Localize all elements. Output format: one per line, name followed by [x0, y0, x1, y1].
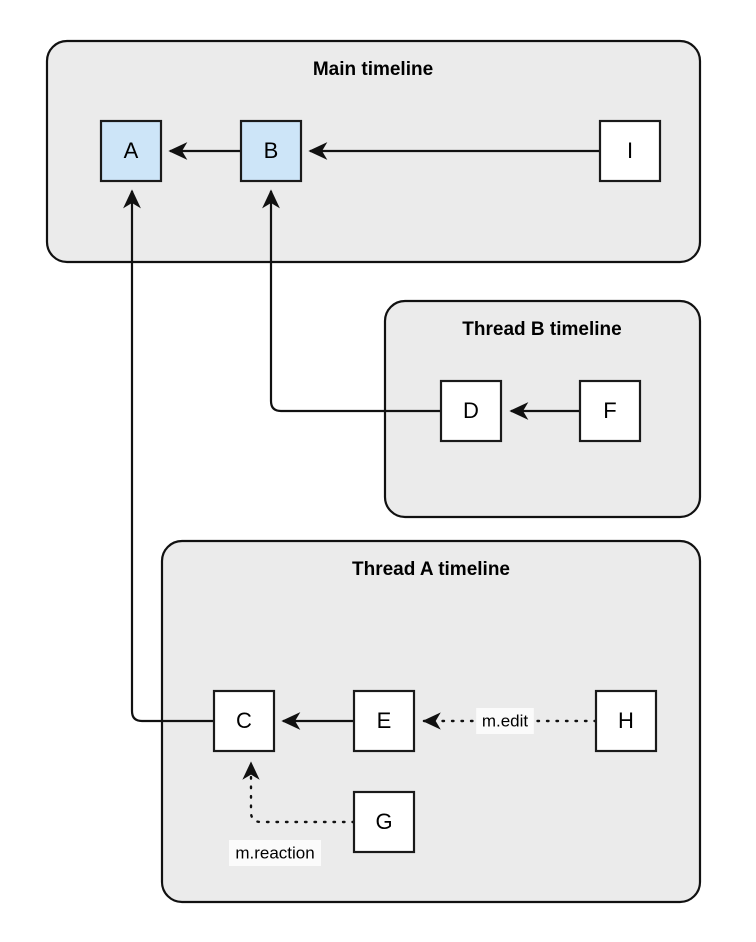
event-nodes: A B I D F C E H G — [99, 119, 662, 854]
node-h[interactable]: H — [594, 689, 658, 753]
group-title-main: Main timeline — [313, 59, 433, 80]
edge-label-g-to-c: m.reaction — [229, 840, 321, 866]
node-box-f[interactable] — [578, 379, 642, 443]
node-label-c: C — [236, 708, 252, 733]
node-box-a[interactable] — [99, 119, 163, 183]
node-d[interactable]: D — [439, 379, 503, 443]
node-box-d[interactable] — [439, 379, 503, 443]
node-box-c[interactable] — [212, 689, 276, 753]
node-f[interactable]: F — [578, 379, 642, 443]
group-title-thread-a: Thread A timeline — [352, 559, 510, 580]
edge-label-backdrop-h-to-e — [476, 708, 534, 734]
node-label-i: I — [627, 138, 633, 163]
group-box-thread-b — [383, 299, 702, 519]
node-label-h: H — [618, 708, 634, 733]
edge-d-to-b — [262, 189, 441, 413]
node-label-b: B — [264, 138, 279, 163]
group-title-thread-b: Thread B timeline — [462, 319, 621, 340]
node-label-f: F — [603, 398, 616, 423]
node-label-e: E — [377, 708, 392, 733]
node-e[interactable]: E — [352, 689, 416, 753]
node-label-g: G — [375, 809, 392, 834]
node-box-e[interactable] — [352, 689, 416, 753]
edge-label-h-to-e: m.edit — [476, 708, 534, 734]
node-c[interactable]: C — [212, 689, 276, 753]
group-thread-b: Thread B timeline — [383, 299, 702, 519]
node-box-i[interactable] — [598, 119, 662, 183]
node-box-h[interactable] — [594, 689, 658, 753]
edge-label-text-h-to-e: m.edit — [482, 711, 529, 730]
node-b[interactable]: B — [239, 119, 303, 183]
node-i[interactable]: I — [598, 119, 662, 183]
node-label-d: D — [463, 398, 479, 423]
edge-label-text-g-to-c: m.reaction — [235, 843, 314, 862]
node-label-a: A — [124, 138, 139, 163]
edge-labels: m.edit m.reaction — [229, 708, 534, 866]
edge-c-to-a — [123, 189, 214, 723]
node-a[interactable]: A — [99, 119, 163, 183]
edge-label-backdrop-g-to-c — [229, 840, 321, 866]
node-g[interactable]: G — [352, 790, 416, 854]
node-box-g[interactable] — [352, 790, 416, 854]
node-box-b[interactable] — [239, 119, 303, 183]
